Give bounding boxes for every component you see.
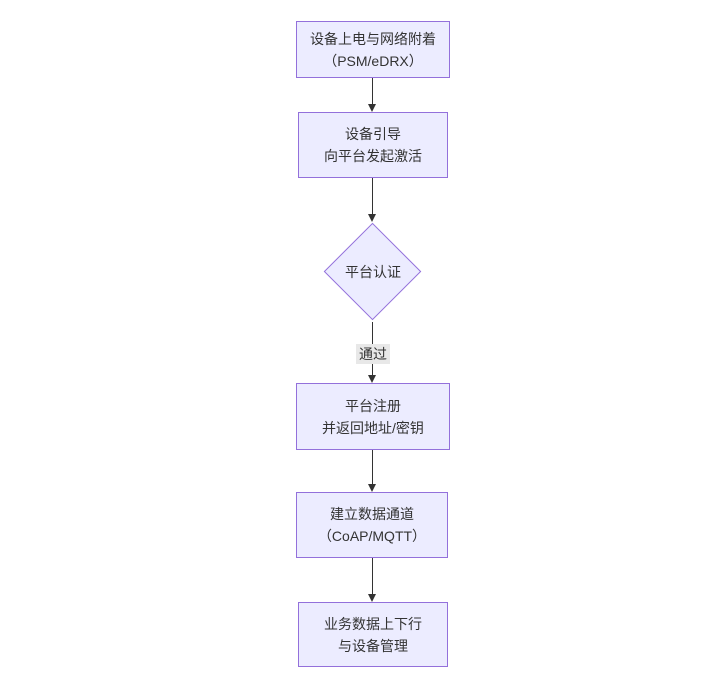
node-label-line: 平台注册	[345, 397, 401, 414]
arrowhead-icon	[368, 104, 376, 112]
node-label-line: 并返回地址/密钥	[322, 419, 424, 436]
node-label-line: 设备上电与网络附着	[310, 30, 436, 47]
node-label-line: 向平台发起激活	[324, 148, 422, 164]
arrowhead-icon	[368, 375, 376, 383]
node-label-line: 平台认证	[345, 264, 401, 280]
edge-channel-to-business	[372, 558, 373, 595]
node-label-line: （PSM/eDRX）	[323, 52, 423, 69]
node-label-line: 建立数据通道	[330, 506, 414, 522]
flow-node-data-channel: 建立数据通道 （CoAP/MQTT）	[296, 492, 448, 558]
edge-bootstrap-to-auth	[372, 178, 373, 215]
flow-node-bootstrap-activate: 设备引导 向平台发起激活	[298, 112, 448, 178]
node-label-line: （CoAP/MQTT）	[317, 528, 427, 544]
node-label-line: 与设备管理	[338, 637, 408, 654]
flow-node-platform-register: 平台注册 并返回地址/密钥	[296, 383, 450, 450]
node-label-line: 设备引导	[345, 126, 401, 142]
flow-node-business-data: 业务数据上下行 与设备管理	[298, 602, 448, 667]
edge-power-to-bootstrap	[372, 78, 373, 105]
node-label-line: 业务数据上下行	[324, 615, 422, 632]
edge-label-pass: 通过	[356, 344, 390, 364]
arrowhead-icon	[368, 594, 376, 602]
edge-register-to-channel	[372, 450, 373, 485]
arrowhead-icon	[368, 214, 376, 222]
arrowhead-icon	[368, 484, 376, 492]
flow-node-power-attach: 设备上电与网络附着 （PSM/eDRX）	[296, 21, 450, 78]
